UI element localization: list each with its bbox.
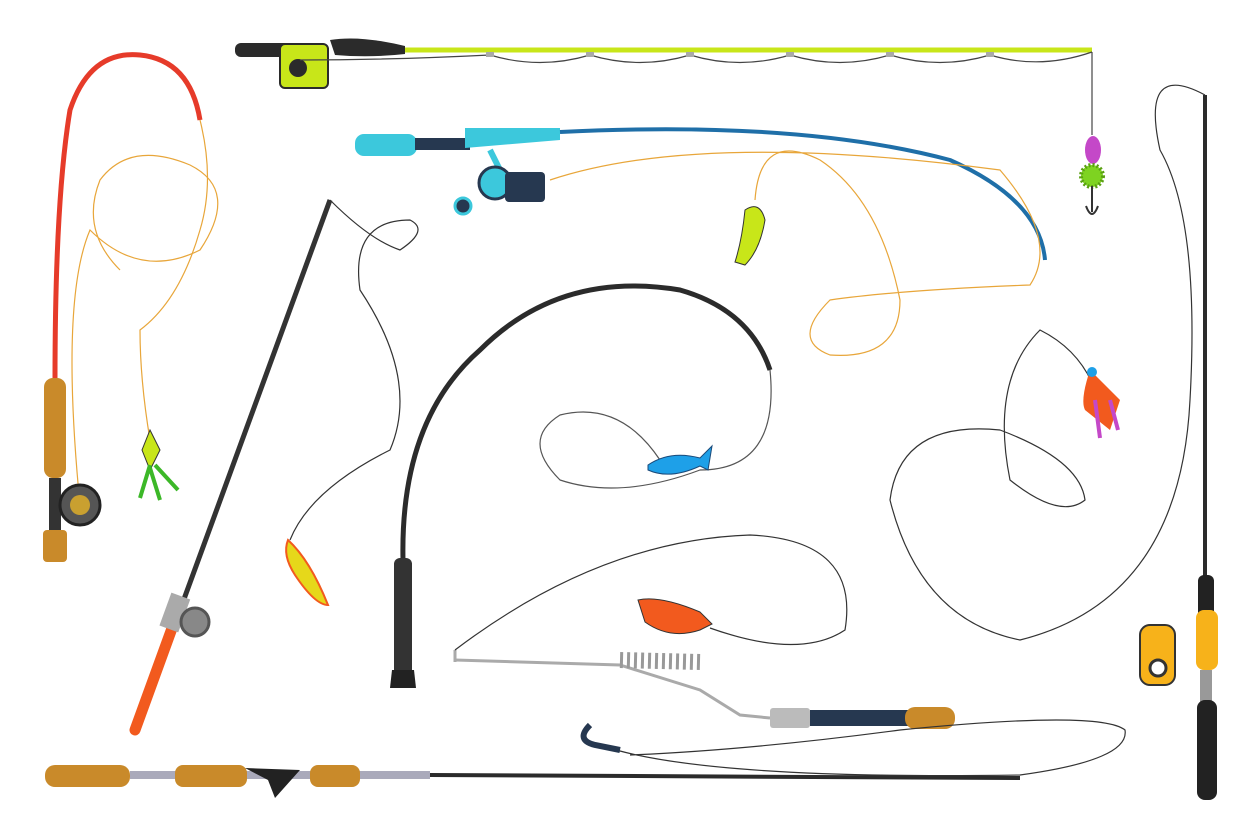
telescopic-rod [129, 199, 419, 736]
lime-rod [235, 38, 1105, 215]
bottom-rod [45, 719, 1126, 798]
center-curved-rod [390, 283, 773, 688]
red-fly-rod [43, 52, 219, 562]
right-vertical-rod [889, 84, 1218, 800]
blue-spinning-rod [355, 127, 1047, 356]
ice-rod [453, 534, 955, 729]
